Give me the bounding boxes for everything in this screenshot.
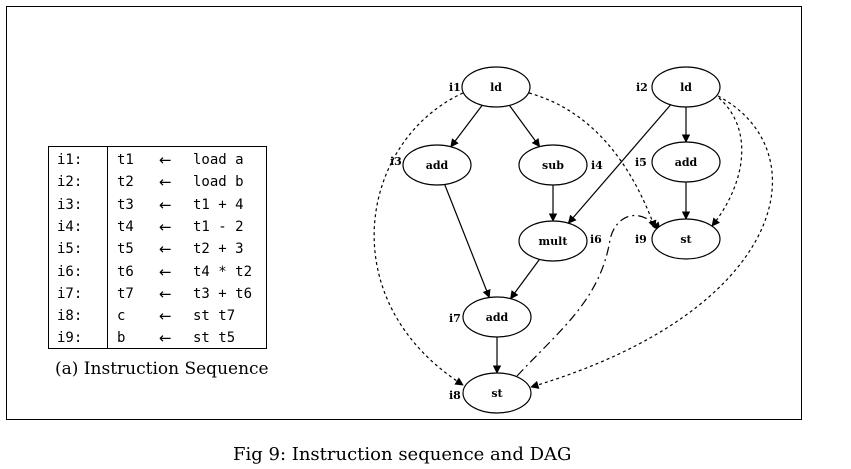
- dag-edge-dashdot: [516, 214, 661, 377]
- dag-node-id: i6: [590, 233, 602, 246]
- assign-arrow: ←: [159, 217, 172, 236]
- instruction-row: i2: t2 ← load b: [49, 171, 266, 193]
- figure-caption: Fig 9: Instruction sequence and DAG: [233, 444, 572, 465]
- instruction-expr: t3 + t6: [193, 285, 253, 302]
- assign-arrow: ←: [159, 262, 172, 281]
- dag-node-op: mult: [539, 235, 569, 248]
- instruction-expr: load b: [193, 174, 244, 191]
- assign-arrow: ←: [159, 284, 172, 303]
- dag-node-ellipse: [651, 66, 721, 108]
- instruction-expr: t1 - 2: [193, 218, 244, 235]
- dag-node-ellipse: [518, 220, 588, 262]
- dag-node: add i5: [635, 141, 721, 183]
- instruction-label: i2:: [57, 174, 83, 191]
- assign-arrow: ←: [159, 195, 172, 214]
- dag-node: ld i1: [449, 66, 531, 108]
- dag-node-op: add: [486, 311, 509, 324]
- instruction-row: i4: t4 ← t1 - 2: [49, 216, 266, 238]
- dag-node-id: i2: [636, 81, 648, 94]
- dag-node-ellipse: [518, 144, 588, 186]
- instruction-row: i7: t7 ← t3 + t6: [49, 283, 266, 305]
- instruction-label: i3:: [57, 196, 83, 213]
- instruction-dest: t1: [117, 152, 134, 168]
- instruction-expr: load a: [193, 152, 244, 168]
- figure-frame: [6, 6, 802, 420]
- dag-edge-dotted: [530, 95, 774, 389]
- instruction-dest: b: [117, 330, 126, 347]
- assign-arrow: ←: [159, 173, 172, 192]
- instruction-expr: t2 + 3: [193, 241, 244, 258]
- dag-node-ellipse: [461, 66, 531, 108]
- dag-node-ellipse: [651, 218, 721, 260]
- dag-edge-solid: [510, 258, 540, 300]
- dag-edge-solid: [450, 104, 483, 148]
- instruction-table: i1: t1 ← load a i2: t2 ← load b i3: t3 ← t1 + 4 i4: t…: [48, 146, 267, 349]
- dag-node-id: i7: [449, 312, 461, 325]
- instruction-dest: t3: [117, 196, 134, 213]
- dag-node-op: add: [426, 159, 449, 172]
- instruction-dest: t6: [117, 263, 134, 280]
- instruction-dest: t2: [117, 174, 134, 191]
- instruction-label: i1:: [57, 152, 83, 168]
- dag-node-ellipse: [402, 144, 472, 186]
- assign-arrow: ←: [159, 240, 172, 259]
- instruction-row: i8: c ← st t7: [49, 305, 266, 327]
- dag-node-op: add: [675, 156, 698, 169]
- assign-arrow: ←: [159, 329, 172, 348]
- dag-node-ellipse: [651, 141, 721, 183]
- instruction-label: i9:: [57, 330, 83, 347]
- dag-edge-dotted: [373, 92, 464, 386]
- dag-node-id: i1: [449, 81, 461, 94]
- instruction-row: i6: t6 ← t4 * t2: [49, 261, 266, 283]
- dag-node-op: sub: [542, 159, 564, 172]
- instruction-row: i1: t1 ← load a: [49, 149, 266, 171]
- instruction-label: i7:: [57, 285, 83, 302]
- instruction-row: i9: b ← st t5: [49, 327, 266, 349]
- instruction-row: i5: t5 ← t2 + 3: [49, 238, 266, 260]
- instruction-dest: t5: [117, 241, 134, 258]
- assign-arrow: ←: [159, 151, 172, 169]
- dag-edges: [373, 92, 774, 389]
- dag-node-op: st: [491, 387, 503, 400]
- instruction-expr: t4 * t2: [193, 263, 253, 280]
- instruction-expr: t1 + 4: [193, 196, 244, 213]
- dag-node-id: i3: [390, 155, 402, 168]
- assign-arrow: ←: [159, 307, 172, 326]
- dag-node-op: ld: [680, 81, 692, 94]
- dag-node: mult i6: [518, 220, 602, 262]
- instruction-expr: st t5: [193, 330, 236, 347]
- dag-node-id: i4: [591, 159, 603, 172]
- table-caption: (a) Instruction Sequence: [55, 359, 269, 379]
- dag-node: add i7: [449, 296, 532, 338]
- instruction-row: i3: t3 ← t1 + 4: [49, 194, 266, 216]
- dag-edge-solid: [444, 184, 491, 299]
- instruction-dest: t7: [117, 285, 134, 302]
- table-divider: [107, 147, 108, 348]
- dag-node-ellipse: [462, 296, 532, 338]
- instruction-expr: st t7: [193, 308, 236, 325]
- dag-edge-dotted: [711, 97, 743, 227]
- dag-node-ellipse: [462, 372, 532, 414]
- dag-node: st i8: [449, 372, 532, 414]
- dag-node: ld i2: [636, 66, 721, 108]
- instruction-label: i5:: [57, 241, 83, 258]
- instruction-label: i6:: [57, 263, 83, 280]
- instruction-label: i8:: [57, 308, 83, 325]
- dag-node-id: i9: [635, 233, 647, 246]
- dag-node: sub i4: [518, 144, 603, 186]
- instruction-dest: t4: [117, 218, 134, 235]
- dag-node-op: st: [680, 233, 692, 246]
- dag-node: add i3: [390, 144, 472, 186]
- instruction-dest: c: [117, 308, 126, 325]
- dag-node-id: i5: [635, 156, 647, 169]
- dag-node-id: i8: [449, 389, 461, 402]
- dag-edge-dotted: [528, 92, 657, 229]
- dag-node: st i9: [635, 218, 721, 260]
- dag-edge-solid: [567, 104, 672, 224]
- instruction-label: i4:: [57, 218, 83, 235]
- dag-edge-solid: [508, 105, 541, 148]
- dag-node-op: ld: [490, 81, 502, 94]
